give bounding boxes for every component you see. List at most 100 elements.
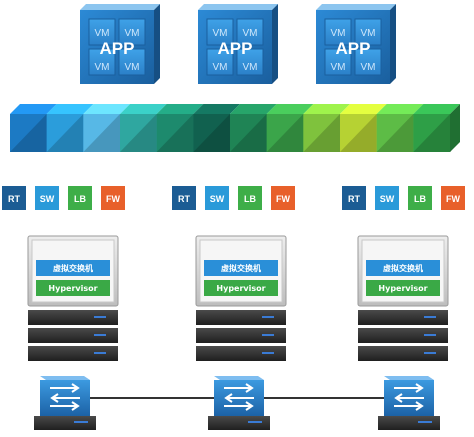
vm-tile [118, 48, 146, 76]
physical-switch-1 [34, 376, 96, 430]
app-group-2: VM VM VM VM APP [198, 4, 278, 84]
fw-label: FW [446, 194, 460, 204]
vswitch-bar [204, 260, 278, 276]
band-segment-facet [10, 114, 47, 152]
switch-top [384, 376, 434, 380]
band-segment-top [193, 104, 240, 114]
vswitch-bar [36, 260, 110, 276]
server-unit [28, 346, 118, 361]
app-cube-side [154, 4, 160, 84]
rt-label: RT [178, 194, 190, 204]
server-unit-led [94, 352, 106, 354]
switch-top [214, 376, 264, 380]
vswitch-label: 虚拟交换机 [221, 263, 261, 273]
network-services-1: RT SW LB FW [2, 186, 125, 210]
server-unit [196, 310, 286, 325]
vm-label: VM [361, 62, 376, 73]
server-unit-led [262, 316, 274, 318]
fw-label: FW [106, 194, 120, 204]
band-segment-top [266, 104, 314, 114]
switch-base-led [418, 421, 432, 423]
rt-label: RT [348, 194, 360, 204]
fw-tile [441, 186, 465, 210]
vm-label: VM [95, 62, 110, 73]
vm-tile [236, 18, 264, 46]
sw-label: SW [380, 194, 395, 204]
switch-base-led [248, 421, 262, 423]
vm-tile [354, 48, 382, 76]
rt-tile [2, 186, 26, 210]
app-label: APP [218, 39, 253, 58]
vm-tile [206, 18, 234, 46]
switch-top [40, 376, 90, 380]
vm-label: VM [331, 62, 346, 73]
vm-label: VM [243, 62, 258, 73]
server-unit [358, 310, 448, 325]
hypervisor-label: Hypervisor [216, 284, 265, 293]
band-segment-facet [230, 114, 267, 152]
band-segment-facet [156, 114, 194, 152]
vswitch-label: 虚拟交换机 [53, 263, 93, 273]
rt-tile [342, 186, 366, 210]
lb-label: LB [244, 194, 256, 204]
app-cube-top [80, 4, 160, 10]
lb-label: LB [414, 194, 426, 204]
fw-tile [101, 186, 125, 210]
band-side [450, 104, 460, 152]
switch-arrows-icon [224, 383, 254, 411]
switch-arrows-icon [50, 383, 80, 411]
hypervisor-bar [204, 280, 278, 296]
band-segment-top [376, 104, 424, 114]
vm-label: VM [95, 28, 110, 39]
vm-tile [236, 48, 264, 76]
app-group-1: VM VM VM VM APP [80, 4, 160, 84]
lb-label: LB [74, 194, 86, 204]
band-segment-facet [340, 114, 377, 152]
band-segment-facet [266, 114, 304, 152]
sw-tile [35, 186, 59, 210]
hypervisor-label: Hypervisor [378, 284, 427, 293]
hypervisor-bar [366, 280, 440, 296]
physical-switch-2 [208, 376, 270, 430]
server-unit [196, 346, 286, 361]
vm-tile [118, 18, 146, 46]
vswitch-bar [366, 260, 440, 276]
sw-label: SW [210, 194, 225, 204]
app-cube-top [198, 4, 278, 10]
vm-label: VM [213, 28, 228, 39]
fw-label: FW [276, 194, 290, 204]
server-unit-led [262, 334, 274, 336]
hypervisor-label: Hypervisor [48, 284, 97, 293]
band-segment-top [413, 104, 460, 114]
band-segment-facet [83, 114, 120, 152]
network-services-2: RT SW LB FW [172, 186, 295, 210]
band-segment-facet [193, 114, 230, 152]
sw-tile [205, 186, 229, 210]
network-services-3: RT SW LB FW [342, 186, 465, 210]
vm-label: VM [125, 62, 140, 73]
vm-label: VM [243, 28, 258, 39]
app-group-3: VM VM VM VM APP [316, 4, 396, 84]
band-segment-top [340, 104, 387, 114]
app-cube-side [272, 4, 278, 84]
band-segment-facet [303, 114, 340, 152]
vm-tile [88, 18, 116, 46]
virtual-network-band [10, 104, 460, 152]
vm-label: VM [361, 28, 376, 39]
app-cube-side [390, 4, 396, 84]
physical-switch-3 [378, 376, 440, 430]
band-segment-top [303, 104, 350, 114]
server-unit [358, 328, 448, 343]
band-segment-facet [120, 114, 157, 152]
sw-tile [375, 186, 399, 210]
sw-label: SW [40, 194, 55, 204]
vm-label: VM [331, 28, 346, 39]
hypervisor-bar [36, 280, 110, 296]
vm-label: VM [125, 28, 140, 39]
lb-tile [408, 186, 432, 210]
lb-tile [238, 186, 262, 210]
vm-tile [88, 48, 116, 76]
host-stack-3: 虚拟交换机 Hypervisor [357, 235, 449, 361]
app-label: APP [100, 39, 135, 58]
